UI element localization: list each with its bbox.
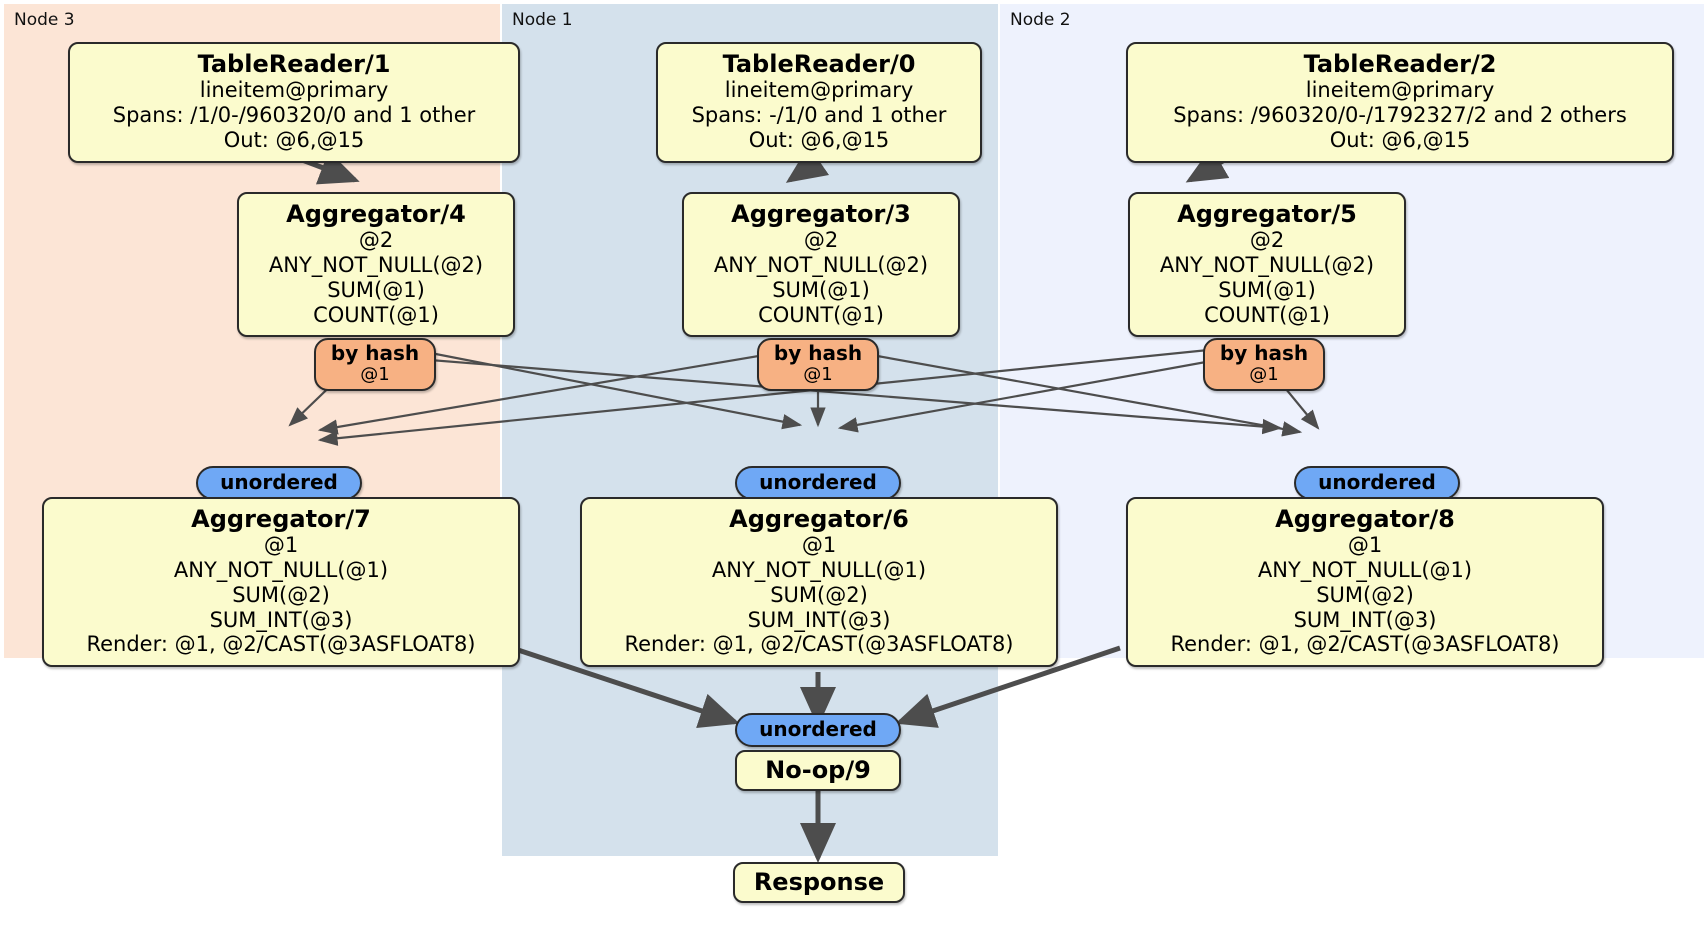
table-reader-0-line-3: Out: @6,@15	[748, 127, 890, 152]
table-reader-2-line-3: Out: @6,@15	[1329, 127, 1471, 152]
aggregator-7-title: Aggregator/7	[191, 505, 371, 533]
unordered-synchronizer-final[interactable]: unordered	[735, 713, 901, 747]
table-reader-2-line-1: lineitem@primary	[1305, 78, 1495, 103]
aggregator-3-line-1: @2	[803, 228, 839, 253]
table-reader-0-line-2: Spans: -/1/0 and 1 other	[691, 103, 947, 128]
aggregator-7-line-3: SUM(@2)	[232, 582, 330, 607]
aggregator-3-line-2: ANY_NOT_NULL(@2)	[713, 253, 929, 278]
aggregator-5-line-3: SUM(@1)	[1218, 277, 1316, 302]
aggregator-3-line-3: SUM(@1)	[772, 277, 870, 302]
aggregator-6-title: Aggregator/6	[729, 505, 909, 533]
table-reader-2-box[interactable]: TableReader/2 lineitem@primary Spans: /9…	[1126, 42, 1674, 163]
no-op-9-box[interactable]: No-op/9	[735, 750, 901, 792]
aggregator-4-line-2: ANY_NOT_NULL(@2)	[268, 253, 484, 278]
unordered-synchronizer-left-title: unordered	[220, 470, 338, 494]
unordered-synchronizer-left[interactable]: unordered	[196, 466, 362, 500]
response-title: Response	[753, 868, 885, 896]
aggregator-4-title: Aggregator/4	[286, 200, 466, 228]
node-panel-label-node1: Node 1	[512, 10, 573, 30]
table-reader-0-box[interactable]: TableReader/0 lineitem@primary Spans: -/…	[656, 42, 982, 163]
aggregator-4-line-1: @2	[358, 228, 394, 253]
by-hash-router-mid-title: by hash	[773, 341, 863, 365]
aggregator-5-line-4: COUNT(@1)	[1204, 302, 1330, 327]
aggregator-6-box[interactable]: Aggregator/6 @1 ANY_NOT_NULL(@1) SUM(@2)…	[580, 497, 1058, 668]
table-reader-2-line-2: Spans: /960320/0-/1792327/2 and 2 others	[1173, 103, 1627, 128]
aggregator-4-box[interactable]: Aggregator/4 @2 ANY_NOT_NULL(@2) SUM(@1)…	[237, 192, 515, 338]
aggregator-4-line-4: COUNT(@1)	[313, 302, 439, 327]
aggregator-6-line-2: ANY_NOT_NULL(@1)	[711, 558, 927, 583]
aggregator-6-line-3: SUM(@2)	[770, 582, 868, 607]
aggregator-8-box[interactable]: Aggregator/8 @1 ANY_NOT_NULL(@1) SUM(@2)…	[1126, 497, 1604, 668]
by-hash-router-left-sub: @1	[360, 364, 390, 385]
aggregator-6-line-1: @1	[801, 533, 837, 558]
unordered-synchronizer-final-title: unordered	[759, 717, 877, 741]
aggregator-8-title: Aggregator/8	[1275, 505, 1455, 533]
by-hash-router-mid[interactable]: by hash @1	[757, 338, 879, 392]
node-panel-label-node2: Node 2	[1010, 10, 1071, 30]
aggregator-8-line-1: @1	[1347, 533, 1383, 558]
table-reader-1-line-2: Spans: /1/0-/960320/0 and 1 other	[112, 103, 476, 128]
aggregator-8-line-2: ANY_NOT_NULL(@1)	[1257, 558, 1473, 583]
aggregator-7-line-4: SUM_INT(@3)	[209, 607, 353, 632]
aggregator-7-line-5: Render: @1, @2/CAST(@3ASFLOAT8)	[86, 632, 476, 657]
aggregator-5-box[interactable]: Aggregator/5 @2 ANY_NOT_NULL(@2) SUM(@1)…	[1128, 192, 1406, 338]
response-box[interactable]: Response	[733, 862, 905, 904]
aggregator-5-line-2: ANY_NOT_NULL(@2)	[1159, 253, 1375, 278]
table-reader-2-title: TableReader/2	[1303, 50, 1497, 78]
table-reader-0-line-1: lineitem@primary	[724, 78, 914, 103]
node-panel-label-node3: Node 3	[14, 10, 75, 30]
aggregator-6-line-4: SUM_INT(@3)	[747, 607, 891, 632]
by-hash-router-right-sub: @1	[1249, 364, 1279, 385]
no-op-9-title: No-op/9	[765, 756, 871, 784]
aggregator-3-title: Aggregator/3	[731, 200, 911, 228]
aggregator-8-line-4: SUM_INT(@3)	[1293, 607, 1437, 632]
aggregator-3-line-4: COUNT(@1)	[758, 302, 884, 327]
unordered-synchronizer-right-title: unordered	[1318, 470, 1436, 494]
unordered-synchronizer-mid-title: unordered	[759, 470, 877, 494]
aggregator-8-line-3: SUM(@2)	[1316, 582, 1414, 607]
unordered-synchronizer-mid[interactable]: unordered	[735, 466, 901, 500]
by-hash-router-right[interactable]: by hash @1	[1203, 338, 1325, 392]
table-reader-1-line-1: lineitem@primary	[199, 78, 389, 103]
aggregator-8-line-5: Render: @1, @2/CAST(@3ASFLOAT8)	[1170, 632, 1560, 657]
aggregator-4-line-3: SUM(@1)	[327, 277, 425, 302]
aggregator-7-line-2: ANY_NOT_NULL(@1)	[173, 558, 389, 583]
table-reader-1-line-3: Out: @6,@15	[223, 127, 365, 152]
by-hash-router-right-title: by hash	[1219, 341, 1309, 365]
aggregator-5-title: Aggregator/5	[1177, 200, 1357, 228]
table-reader-1-box[interactable]: TableReader/1 lineitem@primary Spans: /1…	[68, 42, 520, 163]
unordered-synchronizer-right[interactable]: unordered	[1294, 466, 1460, 500]
aggregator-5-line-1: @2	[1249, 228, 1285, 253]
aggregator-7-box[interactable]: Aggregator/7 @1 ANY_NOT_NULL(@1) SUM(@2)…	[42, 497, 520, 668]
aggregator-3-box[interactable]: Aggregator/3 @2 ANY_NOT_NULL(@2) SUM(@1)…	[682, 192, 960, 338]
aggregator-6-line-5: Render: @1, @2/CAST(@3ASFLOAT8)	[624, 632, 1014, 657]
by-hash-router-mid-sub: @1	[803, 364, 833, 385]
table-reader-1-title: TableReader/1	[197, 50, 391, 78]
by-hash-router-left[interactable]: by hash @1	[314, 338, 436, 392]
by-hash-router-left-title: by hash	[330, 341, 420, 365]
table-reader-0-title: TableReader/0	[722, 50, 916, 78]
aggregator-7-line-1: @1	[263, 533, 299, 558]
